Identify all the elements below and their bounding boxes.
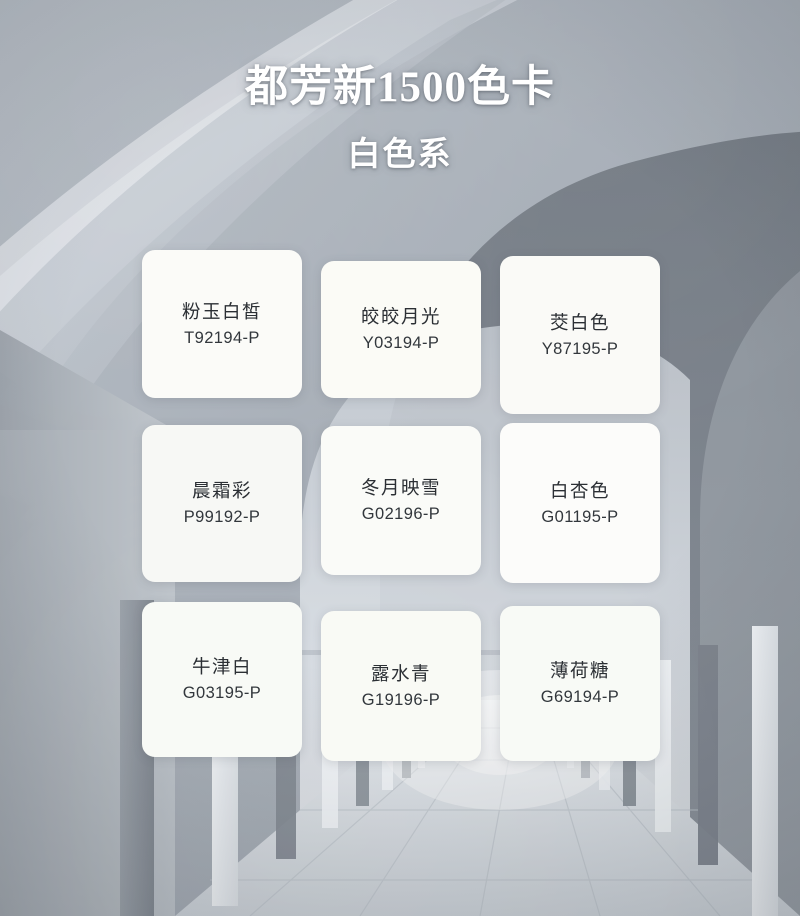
swatch-name: 粉玉白皙 — [181, 300, 262, 322]
swatch-name: 薄荷糖 — [549, 660, 610, 682]
color-swatch-grid: 粉玉白皙 T92194-P 皎皎月光 Y03194-P 茭白色 Y87195-P… — [142, 250, 660, 761]
swatch-name: 牛津白 — [191, 656, 252, 678]
swatch-code: G19196-P — [361, 690, 441, 709]
swatch-code: G01195-P — [541, 507, 619, 526]
color-swatch-card[interactable]: 牛津白 G03195-P — [142, 602, 302, 757]
color-swatch-card[interactable]: 茭白色 Y87195-P — [500, 256, 660, 414]
color-swatch-card[interactable]: 粉玉白皙 T92194-P — [142, 250, 302, 398]
color-swatch-card[interactable]: 皎皎月光 Y03194-P — [321, 261, 481, 398]
swatch-code: Y87195-P — [541, 339, 619, 358]
color-swatch-card[interactable]: 薄荷糖 G69194-P — [500, 606, 660, 761]
swatch-name: 露水青 — [370, 662, 431, 684]
swatch-name: 茭白色 — [549, 311, 610, 333]
swatch-code: G02196-P — [361, 505, 441, 524]
color-swatch-card[interactable]: 露水青 G19196-P — [321, 611, 481, 761]
color-swatch-card[interactable]: 晨霜彩 P99192-P — [142, 425, 302, 582]
swatch-code: Y03194-P — [362, 334, 440, 353]
swatch-code: T92194-P — [184, 328, 260, 347]
swatch-name: 晨霜彩 — [191, 480, 252, 502]
swatch-code: P99192-P — [183, 508, 261, 527]
swatch-code: G69194-P — [540, 688, 620, 707]
swatch-name: 冬月映雪 — [360, 477, 441, 499]
swatch-name: 白杏色 — [549, 479, 610, 501]
swatch-code: G03195-P — [182, 684, 262, 703]
color-swatch-card[interactable]: 白杏色 G01195-P — [500, 423, 660, 583]
swatch-name: 皎皎月光 — [360, 306, 441, 328]
color-swatch-card[interactable]: 冬月映雪 G02196-P — [321, 426, 481, 575]
